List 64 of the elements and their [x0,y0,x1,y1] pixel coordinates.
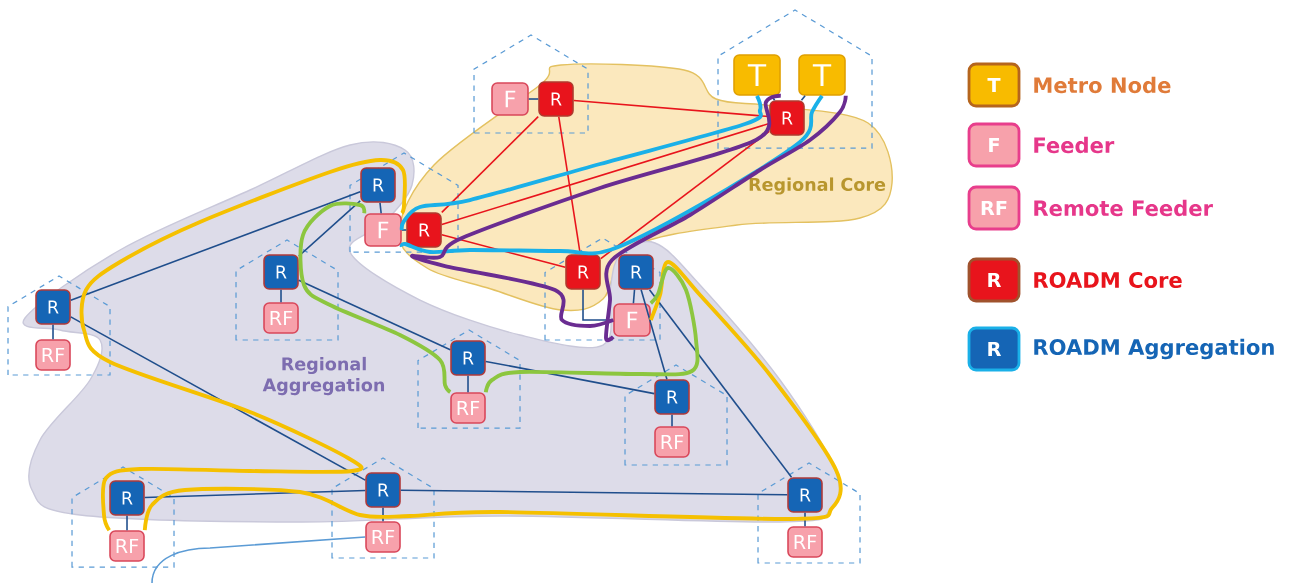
feeder-box: F [364,213,402,247]
link-line [632,289,636,304]
roadm-core-box: R [538,81,574,117]
remote-feeder-box: RF [263,302,299,334]
remote-feeder-box: RF [365,521,401,553]
link-line [600,130,770,260]
remote-feeder-box: RF [35,339,71,371]
roadm-aggregation-box: R [360,167,396,203]
roadm-aggregation-box: R [365,472,401,508]
remote-feeder-box: RF [450,392,486,424]
link-line [52,324,54,340]
remote-feeder-box: RF [654,426,690,458]
link-line [280,289,282,303]
link-line [573,99,770,118]
link-line [804,512,806,527]
metro-node-box: T [733,54,781,96]
feeder-box: F [491,82,529,116]
link-line [382,507,384,522]
link-line [671,414,673,427]
legend-label: Feeder [1034,136,1115,154]
link-line [298,279,451,351]
link-line [640,289,668,380]
link-line [144,489,366,499]
lightpath-line [410,93,782,328]
roadm-aggregation-box: R [654,379,690,415]
lightpath-line [400,94,824,256]
roadm-core-box: R [565,254,601,290]
roadm-aggregation-box: R [263,254,299,290]
link-line [441,115,539,214]
lightpath-line [142,260,843,531]
roadm-aggregation-box: R [618,254,654,290]
link-line [441,233,566,269]
link-line [648,289,793,478]
link-line [126,515,128,531]
legend-label: Metro Node [1034,76,1171,94]
link-line [70,190,361,302]
link-line [400,489,788,496]
link-line [441,122,770,226]
legend-label: ROADM Core [1034,272,1182,288]
link-line [800,95,806,101]
roadm-core-box: R [406,212,442,248]
link-line [401,229,408,231]
legend-label: Remote Feeder [1034,199,1213,217]
roadm-aggregation-box: R [35,289,71,325]
link-line [379,202,382,214]
lightpath-line [483,266,700,393]
roadm-aggregation-box: R [109,480,145,516]
lightpath-line [298,201,452,394]
legend-label: ROADM Aggregation [1034,338,1274,360]
roadm-aggregation-box: R [787,477,823,513]
remote-feeder-box: RF [787,526,823,558]
remote-feeder-box: RF [109,530,145,562]
link-line [485,360,655,395]
link-line [467,375,469,393]
roadm-aggregation-box: R [450,340,486,376]
link-line [151,536,366,583]
lightpath-line [79,158,407,531]
metro-node-box: T [798,54,846,96]
roadm-core-box: R [769,100,805,136]
feeder-box: F [613,303,651,337]
lightpath-line [604,95,848,342]
link-line [70,316,366,481]
lightpath-line [399,95,763,231]
link-line [528,98,539,100]
